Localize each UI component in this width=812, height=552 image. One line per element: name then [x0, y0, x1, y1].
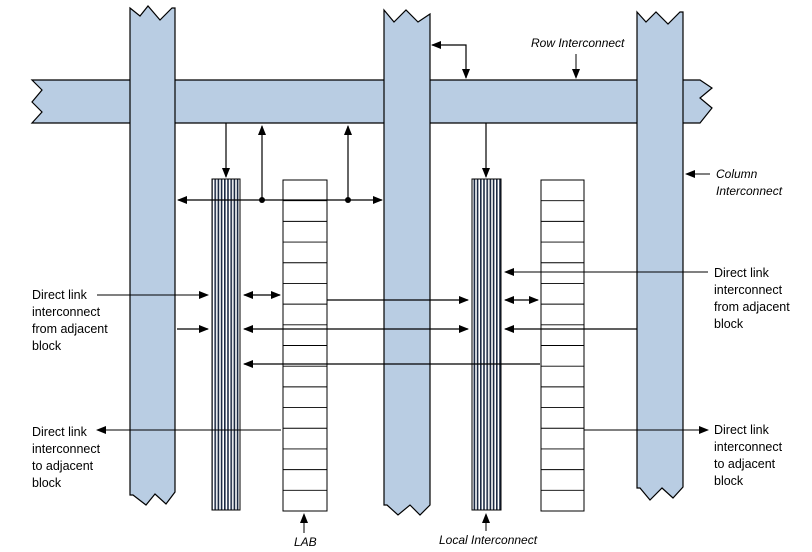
right-to-adjacent-line4: block — [714, 474, 744, 488]
column-interconnect-band-1 — [129, 5, 176, 506]
right-to-adjacent-line1: Direct link — [714, 423, 770, 437]
column-interconnect-band-2 — [383, 8, 431, 516]
right-from-adjacent-line2: interconnect — [714, 283, 783, 297]
right-from-adjacent-line3: from adjacent — [714, 300, 790, 314]
left-from-adjacent-line2: interconnect — [32, 305, 101, 319]
left-from-adjacent-line1: Direct link — [32, 288, 88, 302]
left-from-adjacent-line3: from adjacent — [32, 322, 108, 336]
local-interconnect-block-right — [471, 178, 502, 511]
right-from-adjacent-line4: block — [714, 317, 744, 331]
lab-block-left — [282, 179, 328, 512]
row-interconnect-band — [30, 79, 714, 124]
right-from-adjacent-line1: Direct link — [714, 266, 770, 280]
left-to-adjacent-line1: Direct link — [32, 425, 88, 439]
right-to-adjacent-line3: to adjacent — [714, 457, 776, 471]
left-to-adjacent-line3: to adjacent — [32, 459, 94, 473]
column-interconnect-label-line1: Column — [716, 167, 758, 181]
right-to-adjacent-line2: interconnect — [714, 440, 783, 454]
lab-block-right — [540, 179, 585, 512]
left-to-adjacent-line4: block — [32, 476, 62, 490]
local-interconnect-block-left — [211, 178, 241, 511]
left-to-adjacent-line2: interconnect — [32, 442, 101, 456]
column-interconnect-band-3 — [636, 10, 684, 501]
left-from-adjacent-line4: block — [32, 339, 62, 353]
column-row-link-arrow — [431, 41, 470, 79]
row-interconnect-label: Row Interconnect — [531, 36, 625, 50]
column-interconnect-label-line2: Interconnect — [716, 184, 783, 198]
lab-label: LAB — [294, 535, 317, 549]
local-interconnect-label: Local Interconnect — [439, 533, 538, 547]
junction-dot-1 — [259, 197, 265, 203]
junction-dot-2 — [345, 197, 351, 203]
